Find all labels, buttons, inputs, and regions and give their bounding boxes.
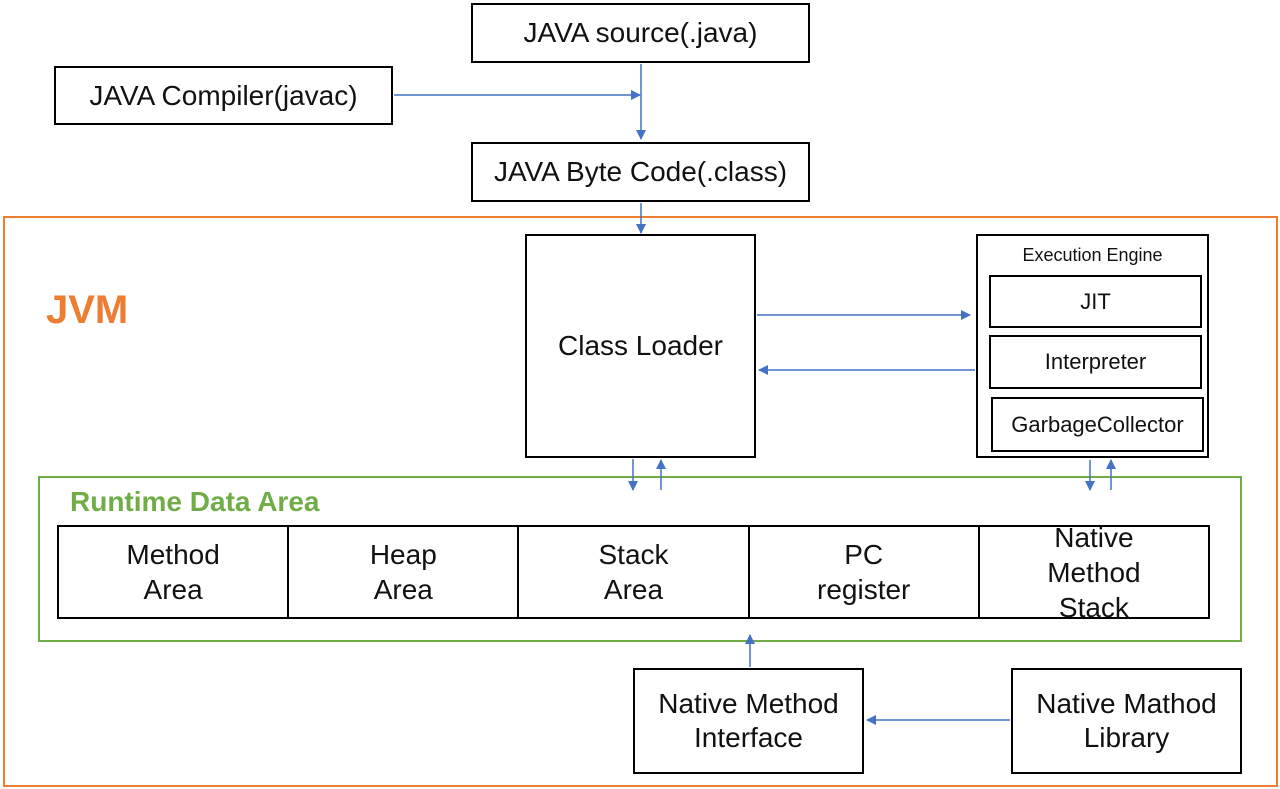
runtime-data-area-frame: [38, 476, 1242, 642]
java-source-label: JAVA source(.java): [523, 17, 758, 49]
jit-box: JIT: [989, 275, 1202, 328]
interpreter-label: Interpreter: [1044, 349, 1147, 374]
stack-area-cell: Stack Area: [519, 527, 750, 617]
native-method-library-label: Native Mathod Library: [1036, 688, 1217, 753]
method-area-cell: Method Area: [59, 527, 290, 617]
pc-register-cell: PC register: [750, 527, 980, 617]
class-loader-box: Class Loader: [525, 234, 756, 458]
java-compiler-label: JAVA Compiler(javac): [89, 79, 358, 111]
garbage-collector-label: GarbageCollector: [1011, 411, 1184, 437]
jit-label: JIT: [1080, 288, 1111, 314]
runtime-data-area-label: Runtime Data Area: [70, 486, 320, 517]
java-compiler-box: JAVA Compiler(javac): [54, 66, 393, 125]
native-method-interface-box: Native Method Interface: [633, 668, 864, 774]
interpreter-box: Interpreter: [989, 335, 1202, 389]
execution-engine-title: Execution Engine: [1022, 245, 1163, 265]
byte-code-label: JAVA Byte Code(.class): [493, 156, 788, 188]
byte-code-box: JAVA Byte Code(.class): [471, 142, 810, 202]
execution-engine-box: Execution Engine JIT Interpreter Garbage…: [976, 234, 1209, 458]
runtime-data-area-table: Method Area Heap Area Stack Area PC regi…: [57, 522, 1210, 623]
heap-area-cell: Heap Area: [289, 527, 520, 617]
jvm-label: JVM: [46, 288, 129, 332]
garbage-collector-box: GarbageCollector: [991, 397, 1204, 452]
native-method-interface-label: Native Method Interface: [658, 688, 839, 753]
native-method-library-box: Native Mathod Library: [1011, 668, 1242, 774]
java-source-box: JAVA source(.java): [471, 3, 810, 63]
class-loader-label: Class Loader: [558, 330, 723, 362]
